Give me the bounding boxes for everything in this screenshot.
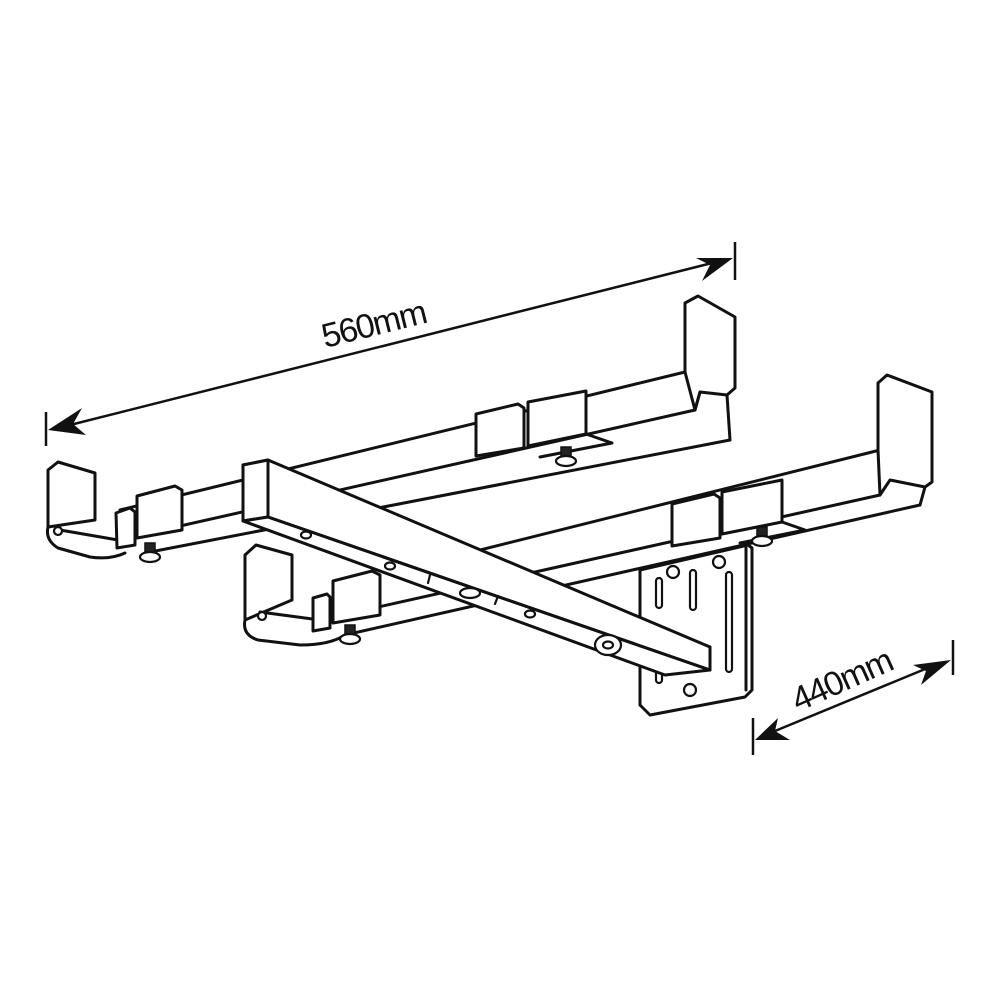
arrow-right-icon	[913, 660, 951, 685]
pivot-nut	[593, 633, 623, 657]
dimension-560mm: 560mm	[44, 242, 737, 446]
bolt-rear-right	[554, 446, 578, 468]
arrow-left-icon	[755, 718, 790, 740]
bolt-front-left	[338, 624, 362, 646]
dimension-440mm: 440mm	[751, 640, 955, 755]
dimension-label-length: 560mm	[318, 293, 430, 356]
arrow-right-icon	[696, 258, 733, 281]
crossbar	[241, 458, 712, 677]
rear-arm	[46, 294, 737, 564]
dimension-label-depth: 440mm	[786, 641, 898, 719]
bolt-front-right	[750, 526, 774, 548]
arrow-left-icon	[48, 408, 86, 435]
front-arm	[243, 373, 934, 647]
bolt-rear-left	[138, 542, 162, 564]
